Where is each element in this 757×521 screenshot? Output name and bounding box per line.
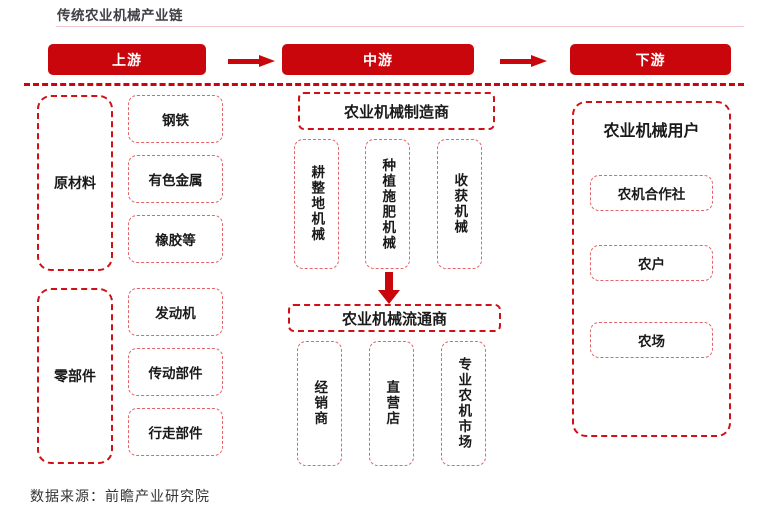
item-label: 种植施肥机械 — [380, 157, 396, 251]
arrow-head — [531, 55, 547, 67]
item-harvesting-machinery: 收获机械 — [437, 139, 482, 269]
title-divider — [56, 26, 744, 27]
arrow-right-icon-midstream-to-downstream — [500, 55, 548, 67]
group-agricultural-machinery-manufacturers: 农业机械制造商 — [298, 92, 495, 130]
item-label: 经销商 — [312, 380, 328, 427]
item-direct-store: 直营店 — [369, 341, 414, 466]
arrow-right-icon-upstream-to-midstream — [228, 55, 276, 67]
stage-banner-midstream: 中游 — [282, 44, 474, 75]
item-label: 专业农机市场 — [456, 357, 472, 450]
group-agricultural-machinery-distributors: 农业机械流通商 — [288, 304, 501, 332]
source-note: 数据来源：前瞻产业研究院 — [30, 488, 210, 504]
stage-banner-downstream: 下游 — [570, 44, 731, 75]
item-rubber: 橡胶等 — [128, 215, 223, 263]
item-dealer: 经销商 — [297, 341, 342, 466]
group-raw-materials: 原材料 — [37, 95, 113, 271]
item-professional-machinery-market: 专业农机市场 — [441, 341, 486, 466]
item-traveling-parts: 行走部件 — [128, 408, 223, 456]
item-label: 耕整地机械 — [309, 165, 325, 243]
stage-banner-upstream: 上游 — [48, 44, 206, 75]
item-steel: 钢铁 — [128, 95, 223, 143]
item-machinery-cooperative: 农机合作社 — [590, 175, 713, 211]
arrow-shaft — [228, 59, 261, 64]
item-farm: 农场 — [590, 322, 713, 358]
item-tillage-machinery: 耕整地机械 — [294, 139, 339, 269]
arrow-shaft — [385, 272, 393, 292]
item-nonferrous-metals: 有色金属 — [128, 155, 223, 203]
group-title: 农业机械用户 — [603, 123, 700, 140]
item-farmer-household: 农户 — [590, 245, 713, 281]
section-divider — [24, 83, 744, 86]
item-label: 收获机械 — [452, 173, 468, 235]
item-engine: 发动机 — [128, 288, 223, 336]
group-components: 零部件 — [37, 288, 113, 464]
arrow-head — [378, 290, 400, 304]
page-title: 传统农业机械产业链 — [57, 8, 183, 23]
arrow-down-icon-manufacturers-to-distributors — [378, 272, 400, 304]
item-planting-fertilizing-machinery: 种植施肥机械 — [365, 139, 410, 269]
item-transmission-parts: 传动部件 — [128, 348, 223, 396]
arrow-shaft — [500, 59, 533, 64]
item-label: 直营店 — [384, 380, 400, 427]
arrow-head — [259, 55, 275, 67]
